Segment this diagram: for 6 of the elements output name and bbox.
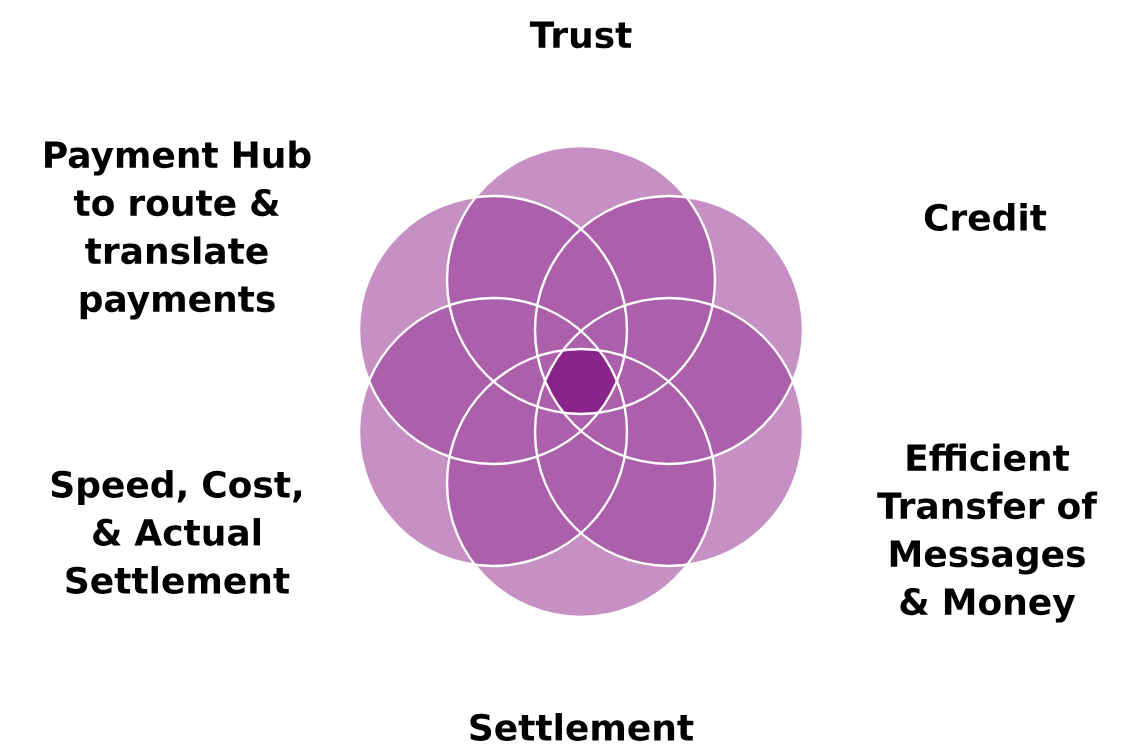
category-label: Trust	[529, 21, 632, 49]
category-label: Credit	[924, 203, 1047, 231]
category-label: Speed, Cost, & Actual Settlement	[51, 470, 302, 594]
category-label: Efficient Transfer of Messages & Money	[877, 443, 1098, 623]
category-label: Settlement	[470, 713, 694, 741]
category-label: Payment Hub to route & translate payments	[45, 140, 311, 320]
